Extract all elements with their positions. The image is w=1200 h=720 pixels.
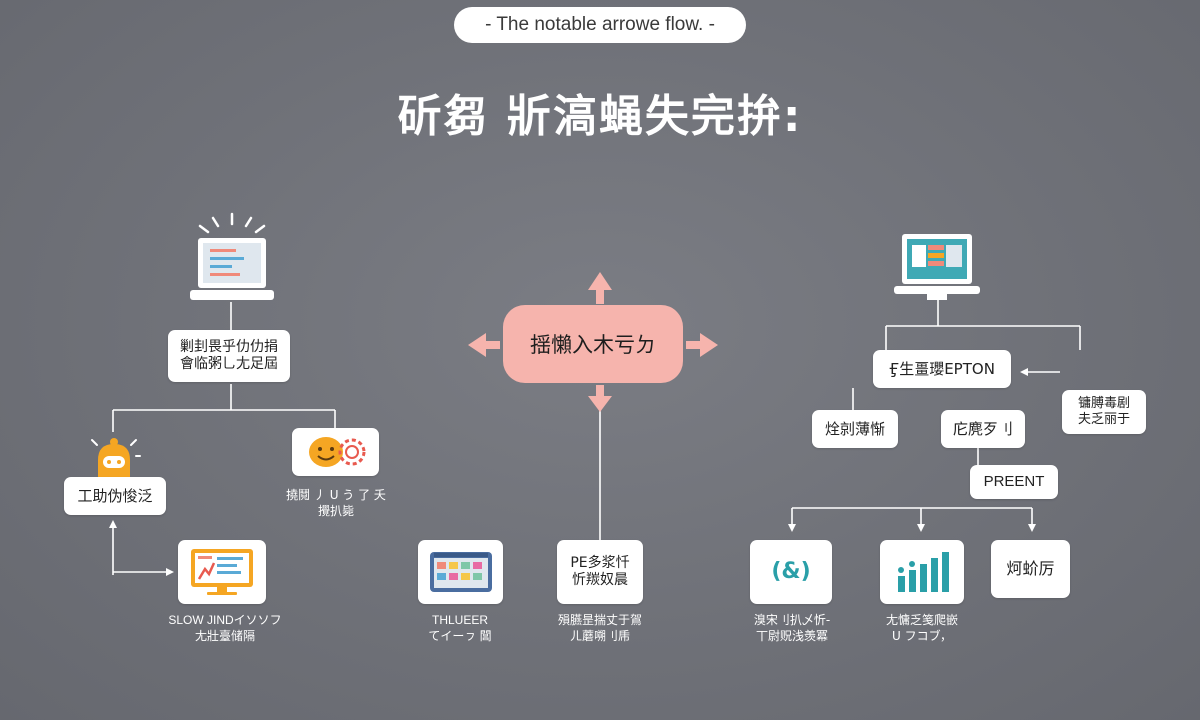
left-node-middle-label: 工助伪悛泛 [77, 486, 153, 505]
middle-caption-line1: 殞臙昰揣丈于鴐 [557, 613, 642, 627]
center-arrows [468, 272, 718, 412]
wave-caption-line2: 丅尉贶浅羡冪 [755, 629, 828, 644]
board-card [418, 540, 503, 604]
board-caption-line1: THLUEER [431, 613, 488, 627]
center-node-label: 揺懶入木亏ㄉ [530, 333, 656, 357]
monitor-caption-line2: 尢壯臺储隔 [194, 629, 255, 644]
right-node-a: 烇剠薄惭 [812, 410, 898, 448]
center-node: 揺懶入木亏ㄉ [503, 305, 683, 383]
left-node-middle: 工助伪悛泛 [64, 477, 166, 515]
smiley-caption-line1: 撓鬩 丿 U う 了 夭 [286, 488, 386, 502]
monitor-chart-icon [191, 549, 253, 595]
bar-chart-icon [898, 552, 949, 592]
subtitle-pill: - The notable arrowe flow. - [454, 7, 746, 43]
wave-caption: 溴宋刂扒乄忻- 丅尉贶浅羡冪 [732, 612, 852, 644]
bars-caption-line1: 尢慵乏笺爬嵌 [885, 613, 958, 627]
smiley-caption-line2: 攪扒毙 [317, 504, 354, 519]
laptop-teal-icon [894, 234, 980, 300]
right-node-side: 镛膊毒剧 夫乏丽于 [1062, 390, 1146, 434]
kanban-board-icon [429, 552, 492, 592]
right-node-c: 炣蚧厉 [991, 540, 1070, 598]
right-node-b: 庀麂歹刂 [941, 410, 1025, 448]
wave-caption-line1: 溴宋刂扒乄忻- [753, 613, 831, 627]
left-node-top-line2: 會临粥乚尢足屆 [180, 356, 278, 372]
right-node-main: Ӻ生畺瓔EPTON [873, 350, 1011, 388]
smiley-card [292, 428, 379, 476]
robot-icon [91, 438, 141, 480]
bars-caption-line2: U フコブ， [892, 629, 952, 644]
board-caption: THLUEER てイーㇷ 閶 [400, 612, 520, 644]
middle-node-bottom-line2: 忻羰奴晨 [572, 572, 628, 588]
wave-icon: (&) [771, 559, 811, 585]
monitor-caption: SLOW JINDイソソフ 尢壯臺储隔 [150, 612, 300, 644]
bars-caption: 尢慵乏笺爬嵌 U フコブ， [862, 612, 982, 644]
right-node-c-label: 炣蚧厉 [1006, 559, 1055, 578]
right-node-side-line2: 夫乏丽于 [1077, 412, 1130, 427]
middle-node-bottom: PE多浆忏 忻羰奴晨 [557, 540, 643, 604]
right-node-a-label: 烇剠薄惭 [824, 419, 885, 438]
smiley-caption: 撓鬩 丿 U う 了 夭 攪扒毙 [276, 487, 396, 519]
right-node-present: PREENT [970, 465, 1058, 499]
right-node-main-label: Ӻ生畺瓔EPTON [889, 359, 995, 378]
laptop-icon [190, 212, 274, 300]
middle-node-bottom-line1: PE多浆忏 [570, 554, 630, 571]
monitor-card [178, 540, 266, 604]
right-node-side-line1: 镛膊毒剧 [1077, 395, 1130, 411]
smiley-icon [308, 437, 365, 467]
monitor-caption-line1: SLOW JINDイソソフ [168, 613, 282, 627]
board-caption-line2: てイーㇷ 閶 [428, 629, 492, 644]
left-node-top: 剿刲畏乎仂仂捐 會临粥乚尢足屆 [168, 330, 290, 382]
page-title: 斫芻 斨滈蝇失完拚: [397, 91, 803, 142]
left-node-top-line1: 剿刲畏乎仂仂捐 [180, 338, 278, 355]
bars-card [880, 540, 964, 604]
right-node-present-label: PREENT [983, 472, 1045, 490]
middle-caption-line2: ㄦ蘑嗍刂乕 [569, 629, 630, 644]
right-node-b-label: 庀麂歹刂 [952, 419, 1013, 438]
wave-card: (&) [750, 540, 832, 604]
middle-node-caption: 殞臙昰揣丈于鴐 ㄦ蘑嗍刂乕 [540, 612, 660, 644]
